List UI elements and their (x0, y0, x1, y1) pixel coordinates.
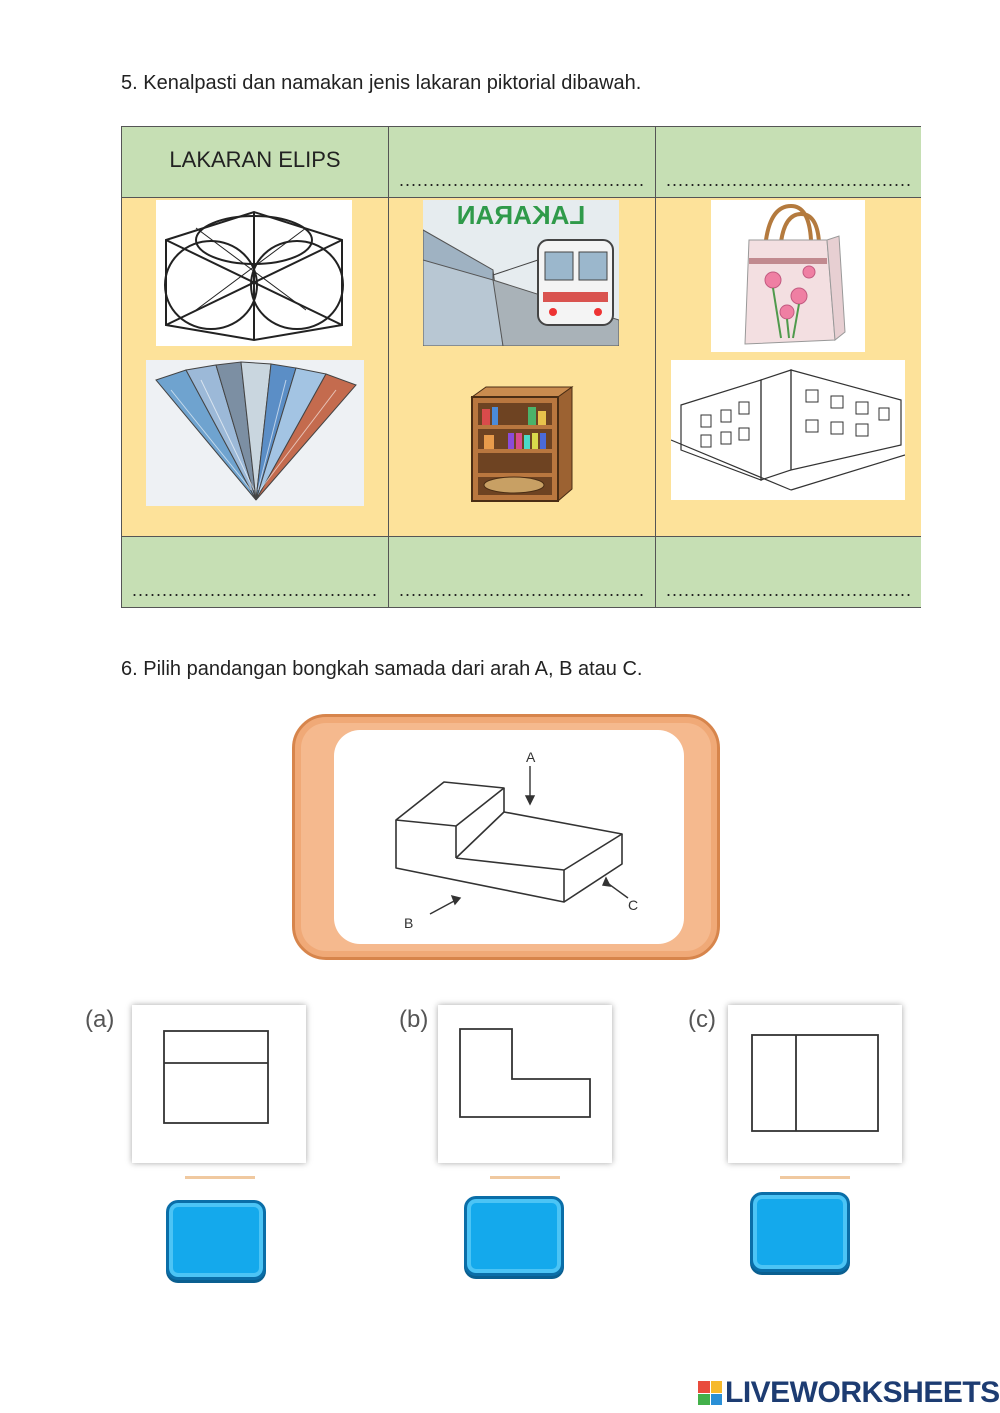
three-point-perspective-buildings-image (146, 360, 364, 506)
view-b-underline (490, 1176, 560, 1179)
label-a: A (526, 749, 536, 765)
answer-blank-1[interactable]: ........................................… (132, 580, 378, 600)
liveworksheets-logo-icon (698, 1381, 722, 1405)
shopping-bag-image (711, 200, 865, 352)
label-b: B (404, 915, 413, 931)
choice-c-label: (c) (688, 1006, 716, 1033)
answer-box-b[interactable] (464, 1196, 564, 1276)
block-isometric-figure: A B C (334, 730, 684, 944)
question-5-text: 5. Kenalpasti dan namakan jenis lakaran … (121, 72, 642, 94)
liveworksheets-logo: LIVEWORKSHEETS (698, 1376, 1000, 1410)
answer-blank-3[interactable]: ........................................… (666, 580, 911, 600)
answer-blank-header-3[interactable]: ........................................… (666, 170, 911, 190)
liveworksheets-wordmark: LIVEWORKSHEETS (725, 1376, 1000, 1409)
image-cell-1 (122, 198, 389, 537)
answer-box-a[interactable] (166, 1200, 266, 1280)
two-point-perspective-street-image (671, 360, 905, 500)
header-cell-3[interactable]: ........................................… (656, 127, 921, 198)
view-c-image (728, 1005, 902, 1163)
answer-cell-2[interactable]: ........................................… (389, 537, 656, 607)
pictorial-sketch-table: LAKARAN ELIPS ..........................… (121, 126, 921, 608)
header-ellipse-sketch: LAKARAN ELIPS (169, 147, 341, 172)
one-point-perspective-train-image: LAKARAN (423, 200, 619, 346)
label-c: C (628, 897, 638, 913)
answer-blank-2[interactable]: ........................................… (399, 580, 645, 600)
answer-box-c[interactable] (750, 1192, 850, 1272)
view-c-underline (780, 1176, 850, 1179)
view-b-image (438, 1005, 612, 1163)
ellipse-sketch-image (156, 200, 352, 346)
choice-b-label: (b) (399, 1006, 429, 1033)
view-a-image (132, 1005, 306, 1163)
choice-a-label: (a) (85, 1006, 115, 1033)
header-cell-1: LAKARAN ELIPS (122, 127, 389, 198)
view-a-underline (185, 1176, 255, 1179)
answer-cell-1[interactable]: ........................................… (122, 537, 389, 607)
question-6-text: 6. Pilih pandangan bongkah samada dari a… (121, 658, 643, 680)
train-sign-text: LAKARAN (457, 200, 586, 230)
header-cell-2[interactable]: ........................................… (389, 127, 656, 198)
answer-cell-3[interactable]: ........................................… (656, 537, 921, 607)
image-cell-2: LAKARAN (389, 198, 656, 537)
image-cell-3 (656, 198, 921, 537)
answer-blank-header-2[interactable]: ........................................… (399, 170, 645, 190)
bookshelf-image (468, 385, 576, 503)
